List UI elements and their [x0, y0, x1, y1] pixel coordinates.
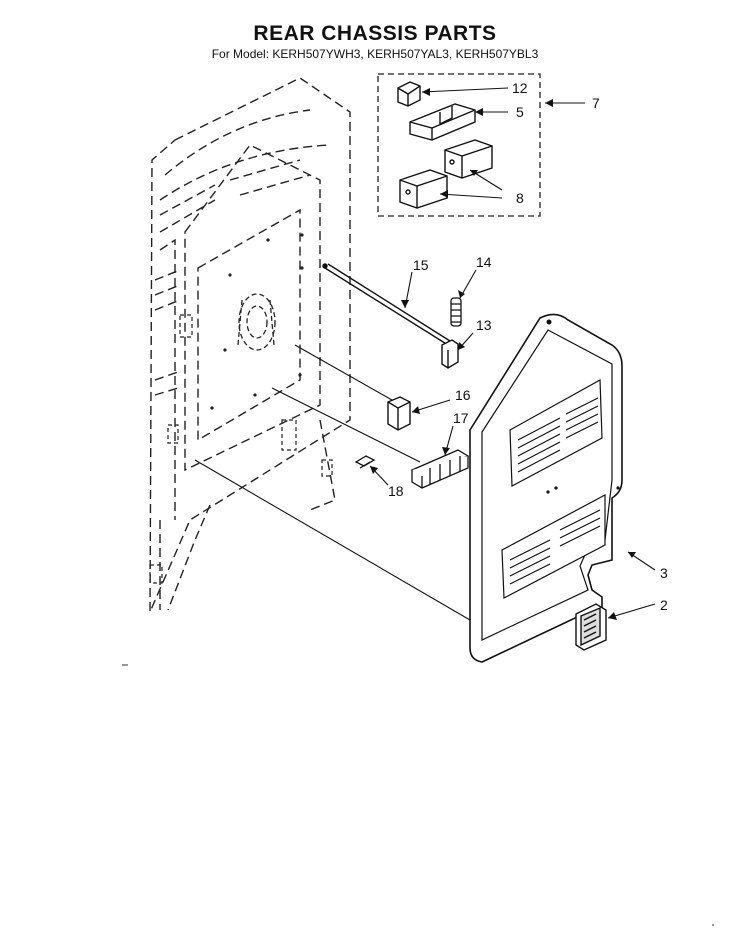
- part-18-clip: [354, 455, 376, 469]
- callout-arrowheads: [370, 88, 636, 620]
- callout-14: 14: [476, 254, 492, 270]
- part-16-block: [387, 396, 411, 431]
- panel-screws: [546, 319, 620, 494]
- part-12-clip: [397, 81, 421, 107]
- callout-labels: 12 5 7 8 15 14 13 16 17 18 3 2: [388, 80, 668, 613]
- kit-7-box: [377, 73, 541, 217]
- body-screws: [210, 233, 304, 410]
- scan-marks: [122, 664, 714, 926]
- part-17-terminal-block: [410, 449, 470, 489]
- part-15-rod: [322, 263, 451, 346]
- part-5-bracket: [409, 103, 476, 141]
- callout-13: 13: [476, 317, 492, 333]
- callout-17: 17: [453, 410, 469, 426]
- part-14-spring: [450, 297, 462, 327]
- part-13-latch: [441, 339, 459, 369]
- callout-16: 16: [455, 387, 471, 403]
- range-body-outline: [149, 77, 351, 613]
- callout-3: 3: [660, 565, 668, 581]
- part-8-block-lower: [399, 169, 448, 209]
- callout-2: 2: [660, 597, 668, 613]
- part-2-cover-plate: [575, 603, 607, 651]
- callout-7: 7: [592, 95, 600, 111]
- callout-15: 15: [413, 257, 429, 273]
- callout-5: 5: [516, 104, 524, 120]
- callout-12: 12: [512, 80, 528, 96]
- page-title: REAR CHASSIS PARTS: [253, 22, 497, 45]
- body-brackets: [149, 314, 333, 584]
- callout-18: 18: [388, 483, 404, 499]
- panel-upper-vent: [509, 378, 603, 487]
- model-list: For Model: KERH507YWH3, KERH507YAL3, KER…: [211, 47, 539, 61]
- panel-lower-vent: [501, 493, 606, 599]
- part-8-block-upper: [444, 139, 493, 179]
- assembly-leader-lines: [194, 344, 471, 621]
- rear-port: [237, 293, 276, 351]
- callout-8: 8: [516, 190, 524, 206]
